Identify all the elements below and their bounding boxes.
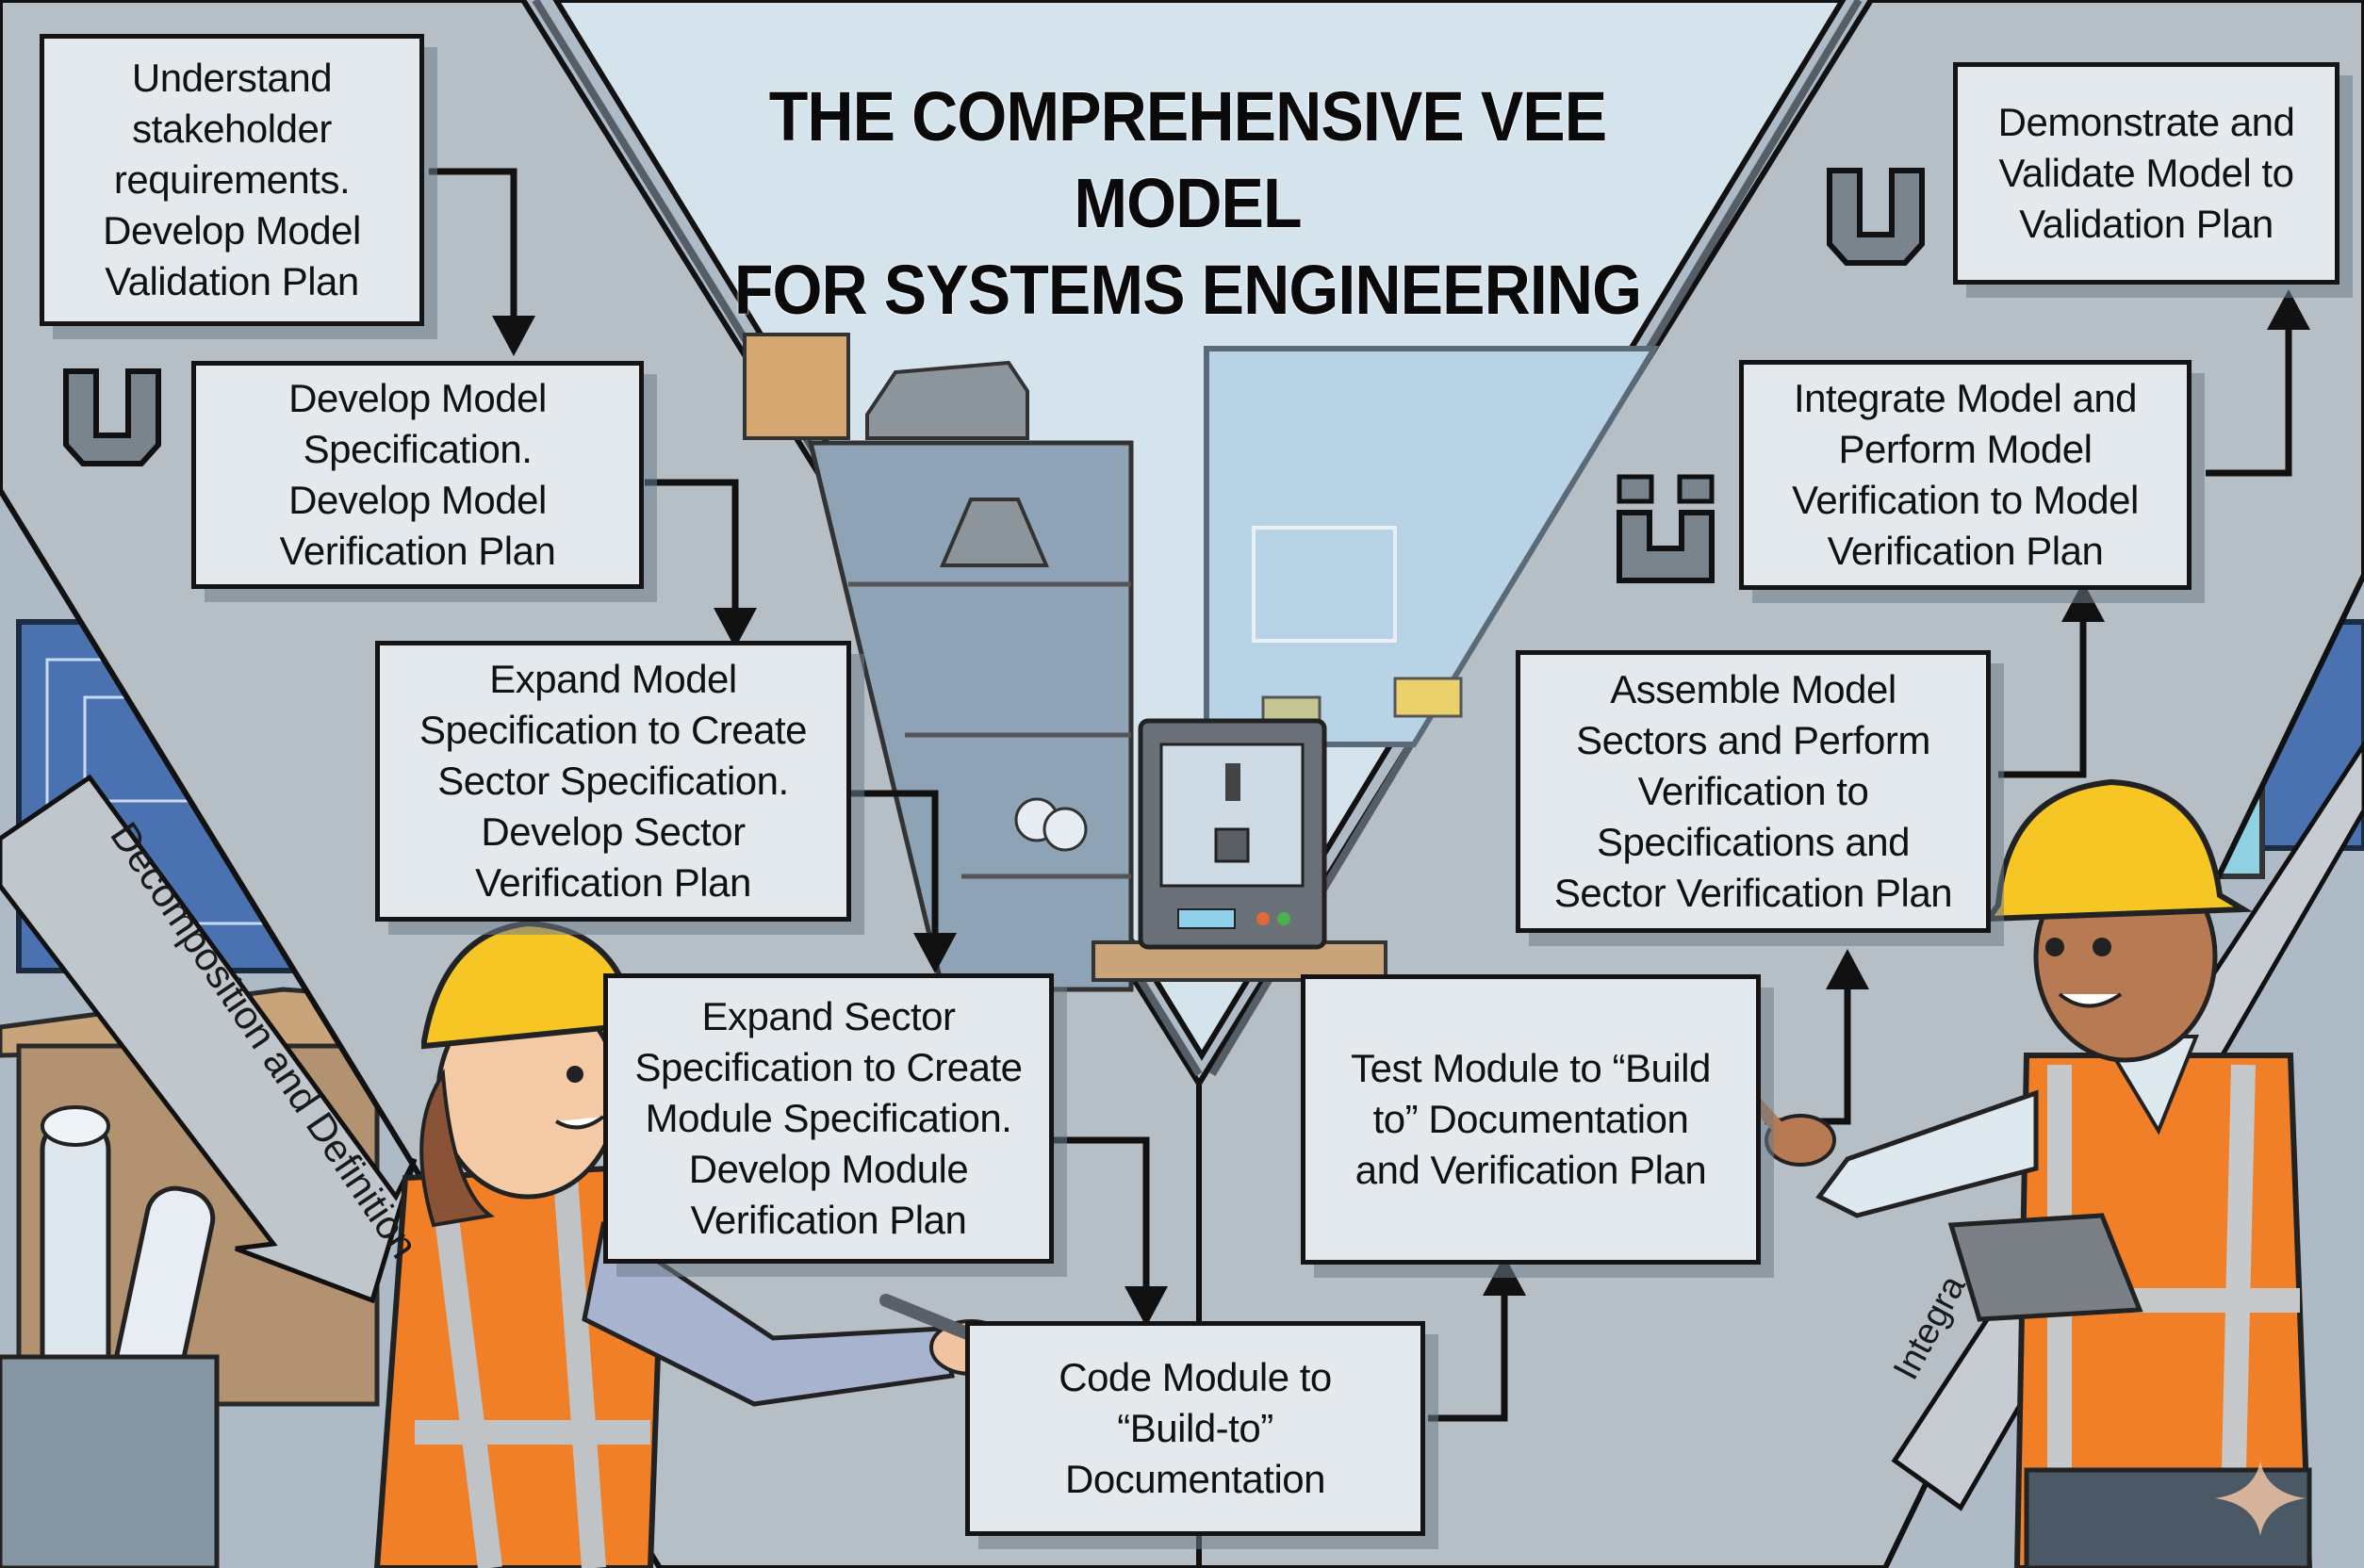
male-engineer-illustration: [1728, 778, 2313, 1568]
step-module-specification: Expand Sector Specification to Create Mo…: [603, 973, 1054, 1264]
step-code-module: Code Module to “Build-to” Documentation: [965, 1321, 1425, 1536]
step-validate-model: Demonstrate and Validate Model to Valida…: [1953, 62, 2339, 285]
shelving-unit: [743, 333, 1134, 992]
sparkle-icon: [2215, 1461, 2306, 1536]
step-text: Integrate Model and Perform Model Verifi…: [1792, 376, 2139, 573]
step-text: Assemble Model Sectors and Perform Verif…: [1553, 667, 1953, 915]
step-assemble-sectors: Assemble Model Sectors and Perform Verif…: [1516, 650, 1991, 933]
step-text: Understand stakeholder requirements. Dev…: [103, 56, 361, 303]
step-integrate-model: Integrate Model and Perform Model Verifi…: [1739, 360, 2192, 590]
rolled-drawings: [0, 1105, 220, 1568]
step-test-module: Test Module to “Build to” Documentation …: [1301, 974, 1761, 1265]
flow-connectors: [429, 168, 2292, 1422]
arrowheads: [492, 289, 2310, 1327]
step-text: Demonstrate and Validate Model to Valida…: [1997, 100, 2295, 246]
title-line-1: THE COMPREHENSIVE VEE MODEL: [768, 77, 1608, 242]
step-text: Test Module to “Build to” Documentation …: [1351, 1046, 1711, 1192]
u-shape-dots-icon: [1617, 474, 1715, 583]
u-shape-icon: [63, 368, 161, 466]
step-model-specification: Develop Model Specification. Develop Mod…: [191, 361, 644, 589]
step-stakeholder-requirements: Understand stakeholder requirements. Dev…: [40, 34, 424, 326]
step-text: Expand Model Specification to Create Sec…: [419, 657, 808, 905]
u-shape-icon: [1827, 168, 1925, 266]
title-line-2: FOR SYSTEMS ENGINEERING: [733, 251, 1642, 329]
step-text: Develop Model Specification. Develop Mod…: [279, 376, 556, 573]
step-text: Code Module to “Build-to” Documentation: [1059, 1355, 1332, 1501]
decomposition-band: [0, 774, 418, 1304]
3d-printer: [1092, 718, 1387, 982]
step-text: Expand Sector Specification to Create Mo…: [634, 994, 1023, 1242]
step-sector-specification: Expand Model Specification to Create Sec…: [375, 641, 851, 922]
page-title: THE COMPREHENSIVE VEE MODEL FOR SYSTEMS …: [650, 74, 1726, 334]
